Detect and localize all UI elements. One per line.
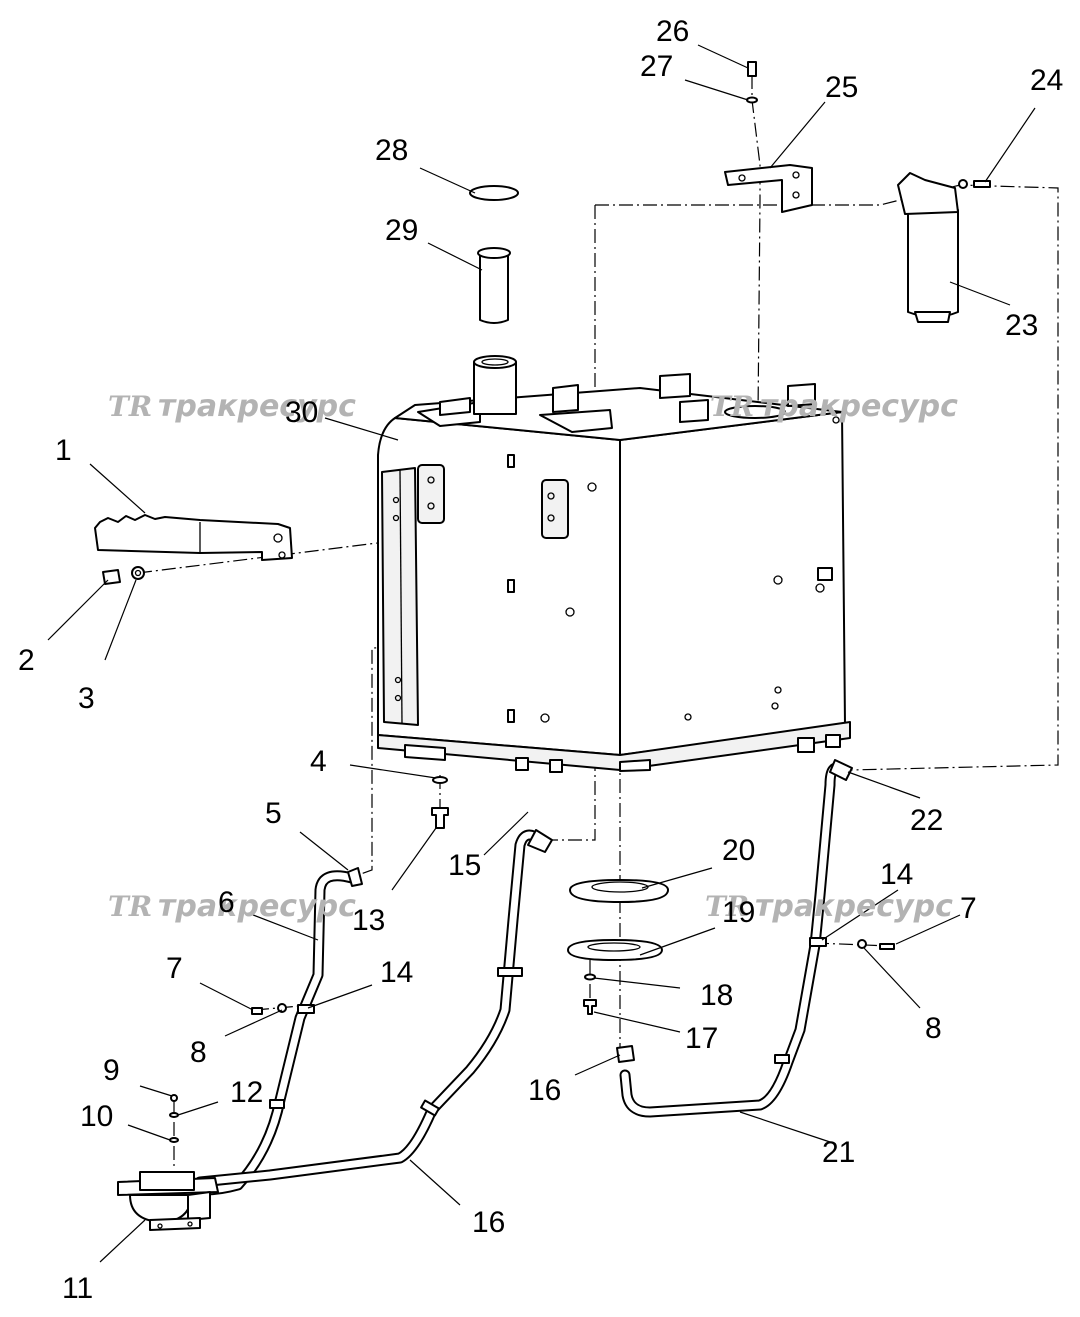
- watermark-mid-left: TR тракресурс: [108, 889, 356, 924]
- callout-labels: 1 2 3 4 5 6 7 7 8 8 9 10 11 12 13 14 14 …: [18, 15, 1063, 1305]
- callout-14: 14: [880, 858, 913, 891]
- callout-1: 1: [55, 434, 72, 467]
- fuel-tank: [377, 355, 851, 773]
- callout-19: 19: [722, 896, 755, 929]
- callout-4: 4: [310, 745, 327, 778]
- watermark-mid-right: TR тракресурс: [705, 889, 953, 924]
- watermark-top-right: TR тракресурс: [710, 389, 958, 424]
- callout-16: 16: [472, 1206, 505, 1239]
- callout-7: 7: [960, 892, 977, 925]
- callout-5: 5: [265, 797, 282, 830]
- callout-27: 27: [640, 50, 673, 83]
- watermark-logo: TR: [108, 390, 152, 423]
- step-bracket: [94, 514, 293, 585]
- callout-28: 28: [375, 134, 408, 167]
- callout-14: 14: [380, 956, 413, 989]
- callout-26: 26: [656, 15, 689, 48]
- callout-10: 10: [80, 1100, 113, 1133]
- callout-22: 22: [910, 804, 943, 837]
- small-parts: [169, 776, 895, 1143]
- callout-8: 8: [190, 1036, 207, 1069]
- callout-29: 29: [385, 214, 418, 247]
- watermark-logo: TR: [710, 390, 754, 423]
- callout-30: 30: [285, 396, 318, 429]
- callout-18: 18: [700, 979, 733, 1012]
- callout-20: 20: [722, 834, 755, 867]
- watermark-top-left: TR тракресурс: [108, 389, 356, 424]
- callout-8: 8: [925, 1012, 942, 1045]
- watermark-logo: TR: [705, 890, 749, 923]
- callout-15: 15: [448, 849, 481, 882]
- callout-11: 11: [62, 1272, 93, 1305]
- callout-24: 24: [1030, 64, 1063, 97]
- callout-6: 6: [218, 886, 235, 919]
- callout-16: 16: [528, 1074, 561, 1107]
- callout-17: 17: [685, 1022, 718, 1055]
- watermark-text: тракресурс: [755, 889, 953, 924]
- watermark-text: тракресурс: [158, 389, 356, 424]
- fuel-hoses: [194, 759, 853, 1196]
- callout-21: 21: [822, 1136, 855, 1169]
- leader-lines: [47, 44, 1036, 1263]
- watermark-text: тракресурс: [760, 389, 958, 424]
- filler-parts: [469, 185, 519, 324]
- callout-12: 12: [230, 1076, 263, 1109]
- callout-25: 25: [825, 71, 858, 104]
- watermark-text: тракресурс: [158, 889, 356, 924]
- callout-23: 23: [1005, 309, 1038, 342]
- callout-13: 13: [352, 904, 385, 937]
- callout-7: 7: [166, 952, 183, 985]
- watermark-logo: TR: [108, 890, 152, 923]
- callout-9: 9: [103, 1054, 120, 1087]
- callout-2: 2: [18, 644, 35, 677]
- filter-assembly: [724, 61, 991, 323]
- callout-3: 3: [78, 682, 95, 715]
- valve: [117, 1171, 219, 1231]
